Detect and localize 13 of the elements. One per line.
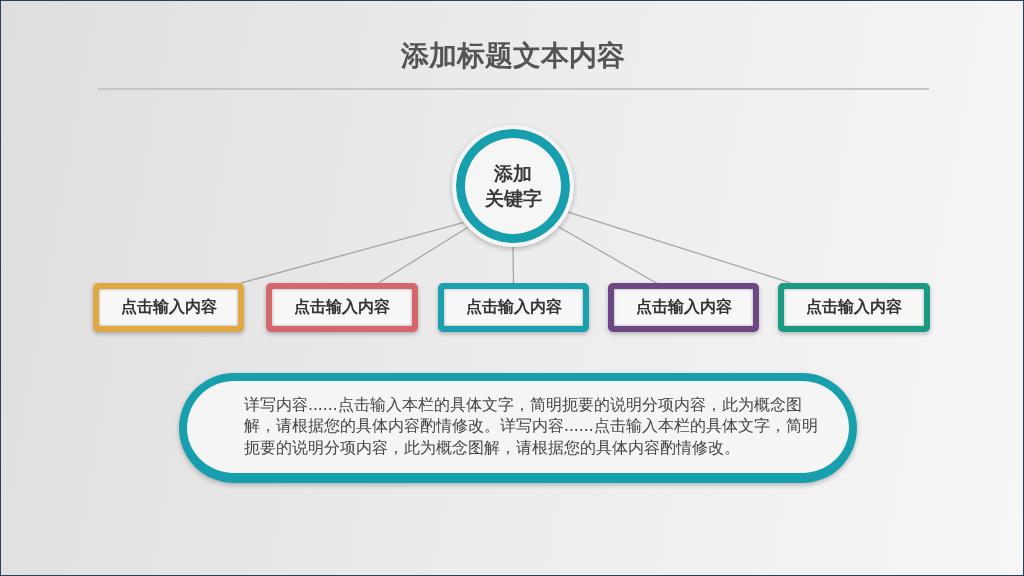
keyword-circle: 添加关键字 bbox=[452, 125, 574, 247]
description-panel: 详写内容......点击输入本栏的具体文字，简明扼要的说明分项内容，此为概念图解，请根据您的具体内容酌情修改。详写内容......点击输入本栏的具体文字，简明扼要的说明分项内容，此为概念图解，请根据您的具体内容酌情修改。 bbox=[179, 373, 857, 483]
slide-title: 添加标题文本内容 bbox=[401, 39, 625, 73]
connector-line bbox=[567, 211, 792, 284]
content-box: 点击输入内容 bbox=[93, 283, 244, 332]
connector-line bbox=[240, 221, 465, 284]
content-box: 点击输入内容 bbox=[266, 283, 418, 332]
connector-line bbox=[557, 226, 657, 284]
content-box: 点击输入内容 bbox=[778, 283, 930, 332]
content-box: 点击输入内容 bbox=[608, 283, 759, 332]
content-box: 点击输入内容 bbox=[438, 283, 589, 332]
connector-line bbox=[377, 226, 469, 284]
connector-line bbox=[512, 246, 515, 284]
